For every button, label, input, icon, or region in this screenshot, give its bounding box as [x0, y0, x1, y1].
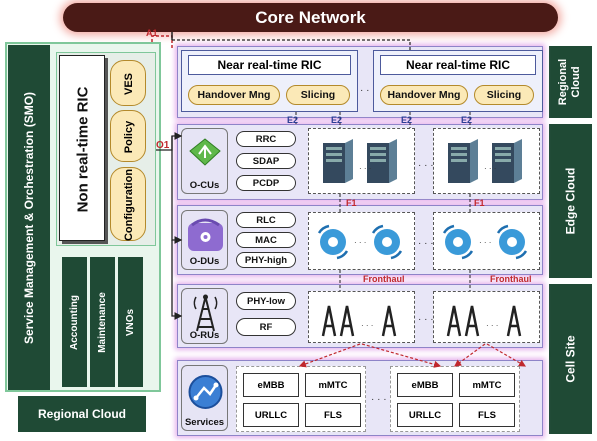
- maintenance-item: Maintenance: [90, 257, 115, 387]
- fls-service: FLS: [305, 403, 361, 427]
- cu-server-group-2: · · ·: [433, 128, 540, 194]
- fronthaul-label: Fronthaul: [490, 274, 532, 284]
- services-label: Services: [184, 417, 225, 428]
- near-rt-ric-title: Near real-time RIC: [188, 55, 351, 75]
- ru-tower-icons: · · ·: [321, 305, 397, 337]
- e2-interface-label: E2: [287, 115, 299, 125]
- non-rt-ric-box: Non real-time RIC: [59, 55, 105, 241]
- urllc-service: URLLC: [397, 403, 453, 427]
- slicing-app: Slicing: [474, 85, 534, 105]
- urllc-service: URLLC: [243, 403, 299, 427]
- phy-high-layer: PHY-high: [236, 252, 296, 268]
- slicing-app: Slicing: [286, 85, 350, 105]
- ru-tower-group-2: · · ·: [433, 291, 540, 343]
- a1-interface-label: A1: [146, 28, 158, 38]
- core-network-label: Core Network: [255, 7, 366, 27]
- o-du-label: O-DUs: [189, 256, 220, 267]
- svg-text:· · ·: · · ·: [354, 238, 366, 247]
- cu-server-group-1: · · ·: [308, 128, 415, 194]
- du-node-group-1: · · ·: [308, 212, 415, 270]
- svg-text:· · ·: · · ·: [361, 321, 373, 330]
- core-network-bar: Core Network: [63, 3, 558, 32]
- o-cu-icon: [189, 138, 221, 166]
- phy-low-layer: PHY-low: [236, 292, 296, 310]
- near-rt-ric-2: Near real-time RIC Handover Mng Slicing: [373, 50, 543, 112]
- server-icons: · · ·: [323, 139, 397, 183]
- mmtc-service: mMTC: [305, 373, 361, 397]
- services-icon-box: Services: [181, 365, 228, 431]
- ves-function: VES: [110, 60, 146, 106]
- svg-text:· · ·: · · ·: [484, 164, 496, 173]
- accounting-item: Accounting: [62, 257, 87, 387]
- cell-site-side-label: Cell Site: [549, 284, 592, 434]
- handover-app: Handover Mng: [188, 85, 280, 105]
- svg-text:· · ·: · · ·: [479, 238, 491, 247]
- o1-interface-label: O1: [156, 140, 170, 151]
- o-cu-label: O-CUs: [189, 180, 220, 191]
- e2-interface-label: E2: [401, 115, 413, 125]
- svg-text:· · ·: · · ·: [486, 321, 498, 330]
- near-rt-ric-title: Near real-time RIC: [380, 55, 536, 75]
- mac-layer: MAC: [236, 232, 296, 248]
- e2-interface-label: E2: [461, 115, 473, 125]
- rrc-layer: RRC: [236, 131, 296, 147]
- fls-service: FLS: [459, 403, 515, 427]
- rlc-layer: RLC: [236, 212, 296, 228]
- fronthaul-label: Fronthaul: [363, 274, 405, 284]
- f1-interface-label: F1: [346, 198, 357, 208]
- f1-interface-label: F1: [474, 198, 485, 208]
- vnos-item: VNOs: [118, 257, 143, 387]
- regional-cloud-label-bottom: Regional Cloud: [18, 396, 146, 432]
- e2-interface-label: E2: [331, 115, 343, 125]
- o-du-icon-box: O-DUs: [181, 210, 228, 270]
- policy-function: Policy: [110, 110, 146, 162]
- pcdp-layer: PCDP: [236, 175, 296, 191]
- embb-service: eMBB: [243, 373, 299, 397]
- services-group-1: eMBB mMTC URLLC FLS: [236, 366, 366, 432]
- near-rt-ric-1: Near real-time RIC Handover Mng Slicing: [181, 50, 358, 112]
- du-node-icons: · · ·: [442, 224, 528, 260]
- ru-tower-icons: · · ·: [446, 305, 522, 337]
- regional-cloud-side-label: Regional Cloud: [549, 46, 592, 118]
- o-cu-icon-box: O-CUs: [181, 128, 228, 194]
- ru-tower-group-1: · · ·: [308, 291, 415, 343]
- o-ru-label: O-RUs: [189, 330, 220, 341]
- sdap-layer: SDAP: [236, 153, 296, 169]
- configuration-function: Configuration: [110, 167, 146, 241]
- server-icons: · · ·: [448, 139, 522, 183]
- embb-service: eMBB: [397, 373, 453, 397]
- du-node-icons: · · ·: [317, 224, 403, 260]
- smo-title-bar: Service Management & Orchestration (SMO): [8, 45, 50, 390]
- handover-app: Handover Mng: [380, 85, 468, 105]
- du-node-group-2: · · ·: [433, 212, 540, 270]
- o-du-icon: [188, 218, 223, 251]
- o-ru-icon: [193, 294, 218, 332]
- mmtc-service: mMTC: [459, 373, 515, 397]
- svg-text:· · ·: · · ·: [359, 164, 371, 173]
- services-icon: [188, 375, 223, 409]
- rf-layer: RF: [236, 318, 296, 336]
- edge-cloud-side-label: Edge Cloud: [549, 124, 592, 278]
